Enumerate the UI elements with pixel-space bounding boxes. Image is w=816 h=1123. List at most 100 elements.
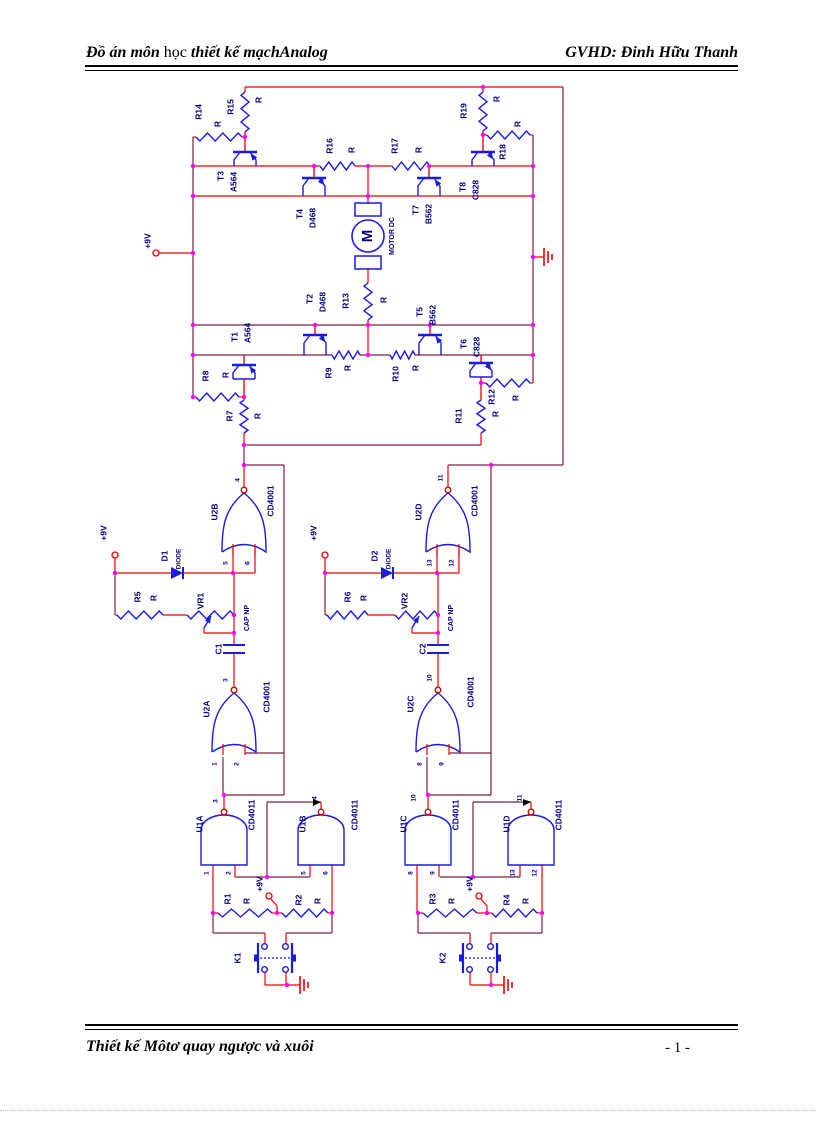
- power-terminal-icon: [111, 551, 119, 559]
- resistor: [475, 399, 487, 434]
- component-label: +9V: [142, 233, 152, 249]
- junction-dot: [241, 462, 247, 468]
- nor-gate-body: [425, 492, 471, 554]
- motor-terminal-block: [354, 202, 382, 217]
- switch-nub: [497, 954, 501, 962]
- component-label: R: [241, 898, 251, 904]
- junction-dot: [242, 134, 248, 140]
- component-label: A564: [228, 172, 238, 193]
- component-label: D1: [159, 550, 169, 561]
- header-right-gvhd: GVHD: Đinh Hữu Thanh: [565, 44, 738, 61]
- component-label: +9V: [254, 876, 264, 892]
- transistor: [232, 355, 257, 397]
- component-label: R: [410, 365, 420, 371]
- junction-dot: [435, 612, 441, 618]
- junction-dot: [488, 982, 494, 988]
- component-label: T6: [458, 339, 468, 349]
- junction-dot: [530, 322, 536, 328]
- pot-wiper-arrowhead: [412, 616, 419, 624]
- junction-dot: [311, 163, 317, 169]
- component-label: R: [342, 365, 352, 371]
- transistor: [469, 355, 493, 400]
- power-terminal-icon: [152, 249, 160, 257]
- transistor-leg: [303, 334, 311, 355]
- pot-wiper-arrowhead: [204, 616, 211, 624]
- component-label: R13: [340, 293, 350, 309]
- component-label: DIODE: [176, 548, 183, 569]
- switch-nub: [459, 954, 463, 962]
- ground-icon: [299, 976, 309, 994]
- component-label: U2D: [413, 503, 423, 520]
- power-terminal-icon: [475, 892, 483, 900]
- component-label: U2C: [405, 695, 415, 712]
- component-label: R3: [427, 893, 437, 904]
- wire: [270, 898, 278, 907]
- component-label: 13: [510, 869, 517, 877]
- junction-dot: [470, 874, 476, 880]
- component-label: 4: [312, 796, 319, 800]
- component-label: D468: [307, 208, 317, 229]
- component-label: VR1: [195, 592, 205, 609]
- junction-dot: [210, 910, 216, 916]
- pnp-arrow: [434, 179, 442, 187]
- nand-gate-body: [297, 814, 345, 866]
- junction-dot: [530, 193, 536, 199]
- header-text: Đồ án môn: [86, 44, 164, 61]
- component-label: 6: [323, 871, 330, 875]
- pnp-arrow: [250, 153, 258, 161]
- component-label: R5: [132, 591, 142, 602]
- component-label: R: [490, 411, 500, 417]
- junction-dot: [190, 193, 196, 199]
- switch-pin: [466, 966, 474, 974]
- transistor-leg: [302, 177, 310, 196]
- component-label: T3: [215, 171, 225, 181]
- resistor: [238, 399, 250, 434]
- transistor: [418, 325, 443, 355]
- pnp-arrow: [249, 366, 257, 374]
- junction-dot: [190, 394, 196, 400]
- scan-artifact-dotted-line: [0, 1110, 816, 1111]
- header-rule-thin: [85, 69, 738, 71]
- component-label: R: [253, 97, 263, 103]
- junction-dot: [322, 570, 328, 576]
- nand-gate-body: [404, 814, 452, 866]
- component-label: A564: [242, 323, 252, 344]
- junction-dot: [427, 322, 433, 328]
- component-label: CAP NP: [244, 605, 251, 632]
- component-label: K2: [437, 952, 447, 963]
- pnp-arrow: [435, 336, 443, 344]
- junction-dot: [488, 462, 494, 468]
- component-label: R: [252, 413, 262, 419]
- switch-pin: [261, 966, 269, 974]
- component-label: 5: [301, 871, 308, 875]
- junction-dot: [434, 570, 440, 576]
- component-label: R: [378, 297, 388, 303]
- junction-dot: [425, 792, 431, 798]
- transistor: [303, 325, 327, 355]
- nor-gate: [415, 692, 461, 755]
- resistor: [239, 91, 251, 133]
- component-label: B562: [427, 305, 437, 326]
- component-label: CD4001: [261, 681, 271, 712]
- component-label: R10: [390, 366, 400, 382]
- component-label: R9: [323, 367, 333, 378]
- component-label: R7: [224, 410, 234, 421]
- transistor-leg: [469, 362, 477, 377]
- resistor: [116, 609, 164, 621]
- potentiometer: [394, 609, 439, 621]
- resistor: [389, 349, 416, 361]
- gate-output-bubble: [434, 686, 442, 694]
- component-label: CD4001: [265, 485, 275, 516]
- component-label: D468: [317, 292, 327, 313]
- component-label: 11: [438, 474, 445, 481]
- component-label: R: [512, 121, 522, 127]
- component-label: 12: [532, 869, 539, 877]
- junction-dot: [284, 982, 290, 988]
- junction-dot: [112, 570, 118, 576]
- component-label: 2: [234, 762, 241, 766]
- gate-output-bubble: [317, 808, 325, 816]
- component-label: R: [446, 898, 456, 904]
- diode-triangle: [171, 567, 183, 579]
